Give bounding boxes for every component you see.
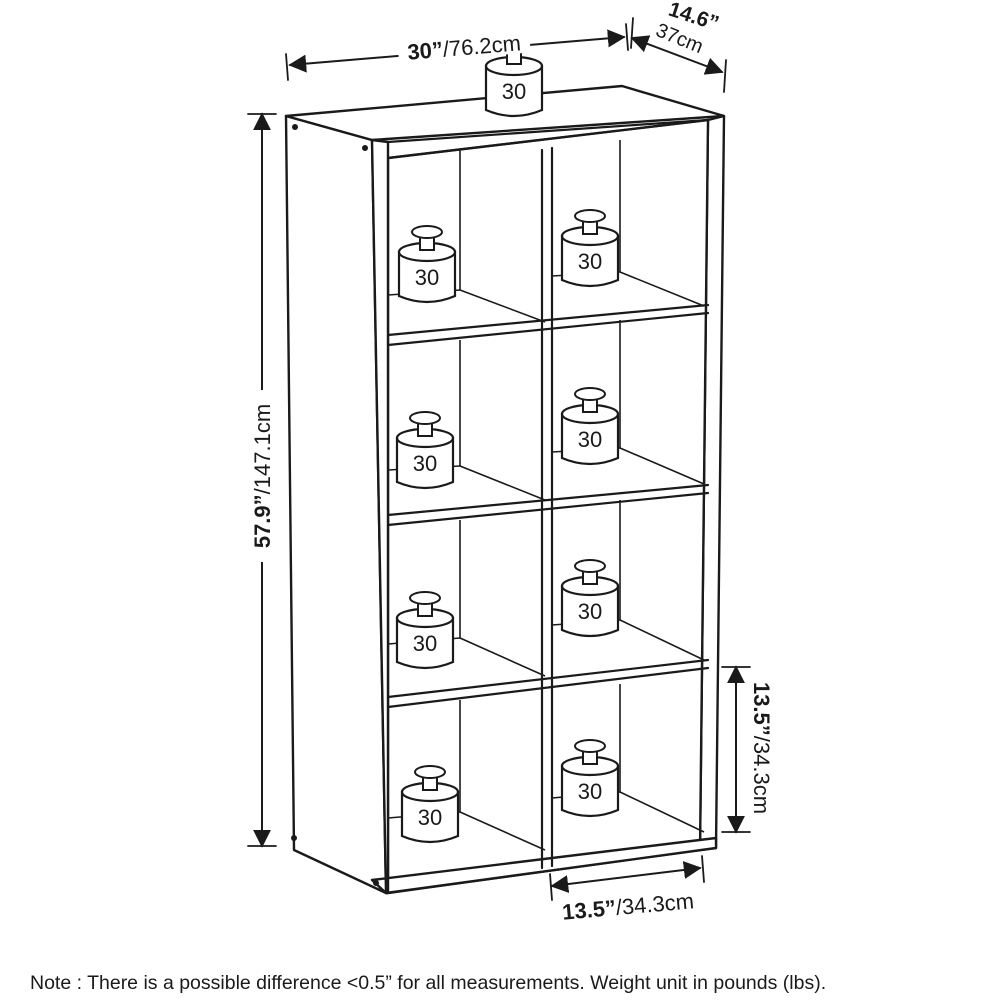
weight-label: 30	[502, 79, 526, 104]
weight-cube-5: 30	[395, 591, 455, 670]
width-dimension: 30”/76.2cm	[285, 23, 629, 81]
side-panel	[284, 114, 388, 895]
weight-cube-2: 30	[560, 209, 620, 288]
weight-label: 30	[578, 779, 602, 804]
weight-cube-8: 30	[560, 739, 620, 818]
dowel-hole	[291, 835, 297, 841]
shelves	[386, 303, 710, 709]
height-metric: /147.1cm	[250, 404, 275, 495]
svg-text:13.5”/34.3cm: 13.5”/34.3cm	[750, 682, 775, 814]
depth-dimension: 14.6” 37cm	[630, 0, 727, 93]
height-dimension: 57.9”/147.1cm	[247, 112, 277, 848]
cube-width-metric: /34.3cm	[615, 888, 695, 920]
weight-label: 30	[578, 249, 602, 274]
weight-cube-3: 30	[395, 411, 455, 490]
svg-text:13.5”/34.3cm: 13.5”/34.3cm	[561, 888, 695, 924]
measurement-note: Note : There is a possible difference <0…	[30, 972, 827, 994]
bottom-board	[370, 836, 718, 895]
left-front-edge	[370, 138, 390, 895]
weight-cube-6: 30	[560, 559, 620, 638]
weight-label: 30	[578, 427, 602, 452]
weight-cube-7: 30	[400, 765, 460, 844]
weight-cube-1: 30	[397, 225, 457, 304]
cube-width-imperial: 13.5”	[561, 895, 617, 925]
weight-cube-4: 30	[560, 387, 620, 466]
weight-label: 30	[413, 451, 437, 476]
svg-text:57.9”/147.1cm: 57.9”/147.1cm	[250, 404, 275, 548]
cube-height-dimension: 13.5”/34.3cm	[721, 665, 775, 834]
dowel-hole	[362, 145, 368, 151]
bookcase	[284, 84, 726, 895]
width-imperial: 30”	[406, 37, 443, 65]
weight-label: 30	[415, 265, 439, 290]
cube-height-metric: /34.3cm	[750, 736, 775, 814]
cube-width-dimension: 13.5”/34.3cm	[549, 855, 705, 925]
cube-height-imperial: 13.5”	[750, 682, 775, 736]
weight-label: 30	[418, 805, 442, 830]
dowel-hole	[373, 880, 379, 886]
weight-label: 30	[578, 599, 602, 624]
dowel-hole	[292, 124, 298, 130]
height-imperial: 57.9”	[250, 494, 275, 548]
weight-label: 30	[413, 631, 437, 656]
weights: 30 30 30 30 30 30 30 30 30	[395, 39, 620, 844]
